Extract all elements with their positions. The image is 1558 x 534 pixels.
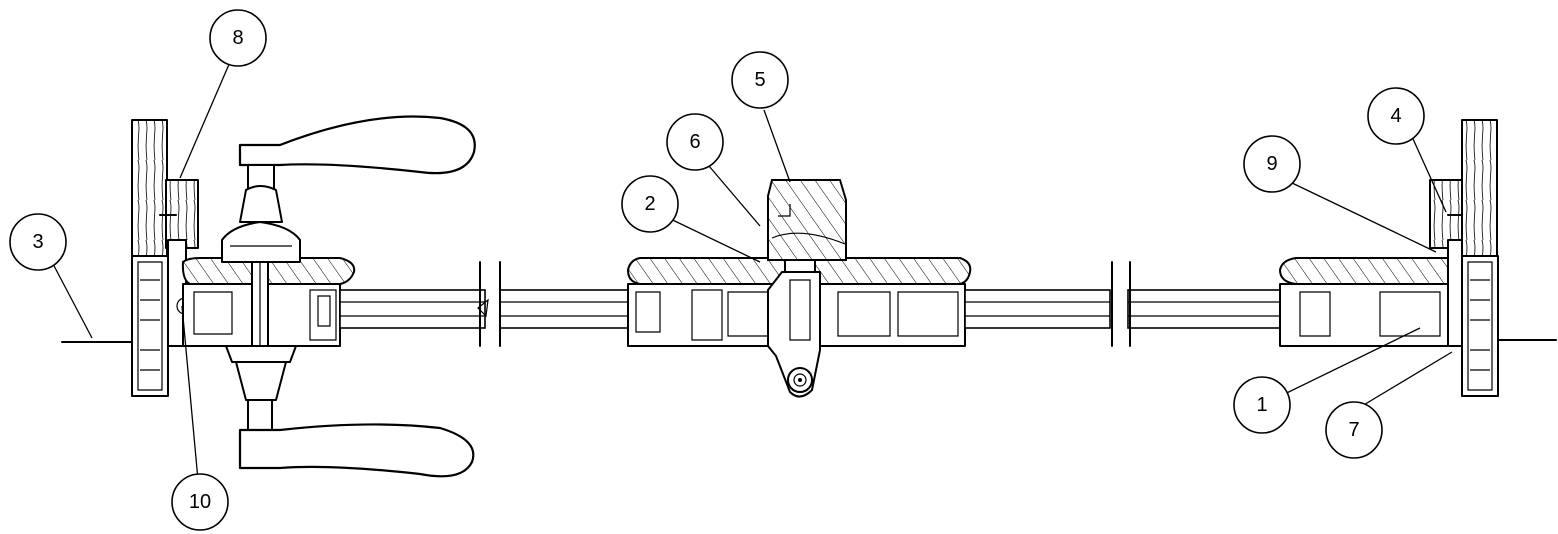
center-keep-block <box>767 179 847 261</box>
callout-6-label: 6 <box>689 131 700 153</box>
callout-6: 6 <box>666 113 724 171</box>
callout-7: 7 <box>1325 401 1383 459</box>
callout-2: 2 <box>621 175 679 233</box>
callout-3: 3 <box>9 213 67 271</box>
left-glazing <box>339 261 629 347</box>
right-sash <box>1278 257 1451 347</box>
callout-4-label: 4 <box>1390 105 1401 127</box>
center-latch-mechanism <box>767 271 821 398</box>
callout-10-label: 10 <box>189 491 211 513</box>
callout-9: 9 <box>1243 135 1301 193</box>
callout-1-label: 1 <box>1256 394 1267 416</box>
right-jamb <box>1429 119 1499 397</box>
callout-8-label: 8 <box>232 27 243 49</box>
callout-2-label: 2 <box>644 193 655 215</box>
callout-9-label: 9 <box>1266 153 1277 175</box>
callout-5: 5 <box>731 51 789 109</box>
right-glazing <box>964 261 1287 347</box>
callout-5-label: 5 <box>754 69 765 91</box>
center-left-sash <box>626 257 786 347</box>
left-sash <box>181 257 356 347</box>
callout-4: 4 <box>1367 87 1425 145</box>
lever-handle-bottom <box>225 345 475 478</box>
callout-8: 8 <box>209 9 267 67</box>
left-jamb <box>131 119 199 397</box>
callout-leaders <box>51 61 1453 481</box>
callout-3-label: 3 <box>32 231 43 253</box>
callout-7-label: 7 <box>1348 419 1359 441</box>
spindle <box>251 261 269 347</box>
callout-1: 1 <box>1233 376 1291 434</box>
callout-10: 10 <box>171 473 229 531</box>
center-right-sash <box>814 257 972 347</box>
lever-handle-top <box>221 115 476 263</box>
